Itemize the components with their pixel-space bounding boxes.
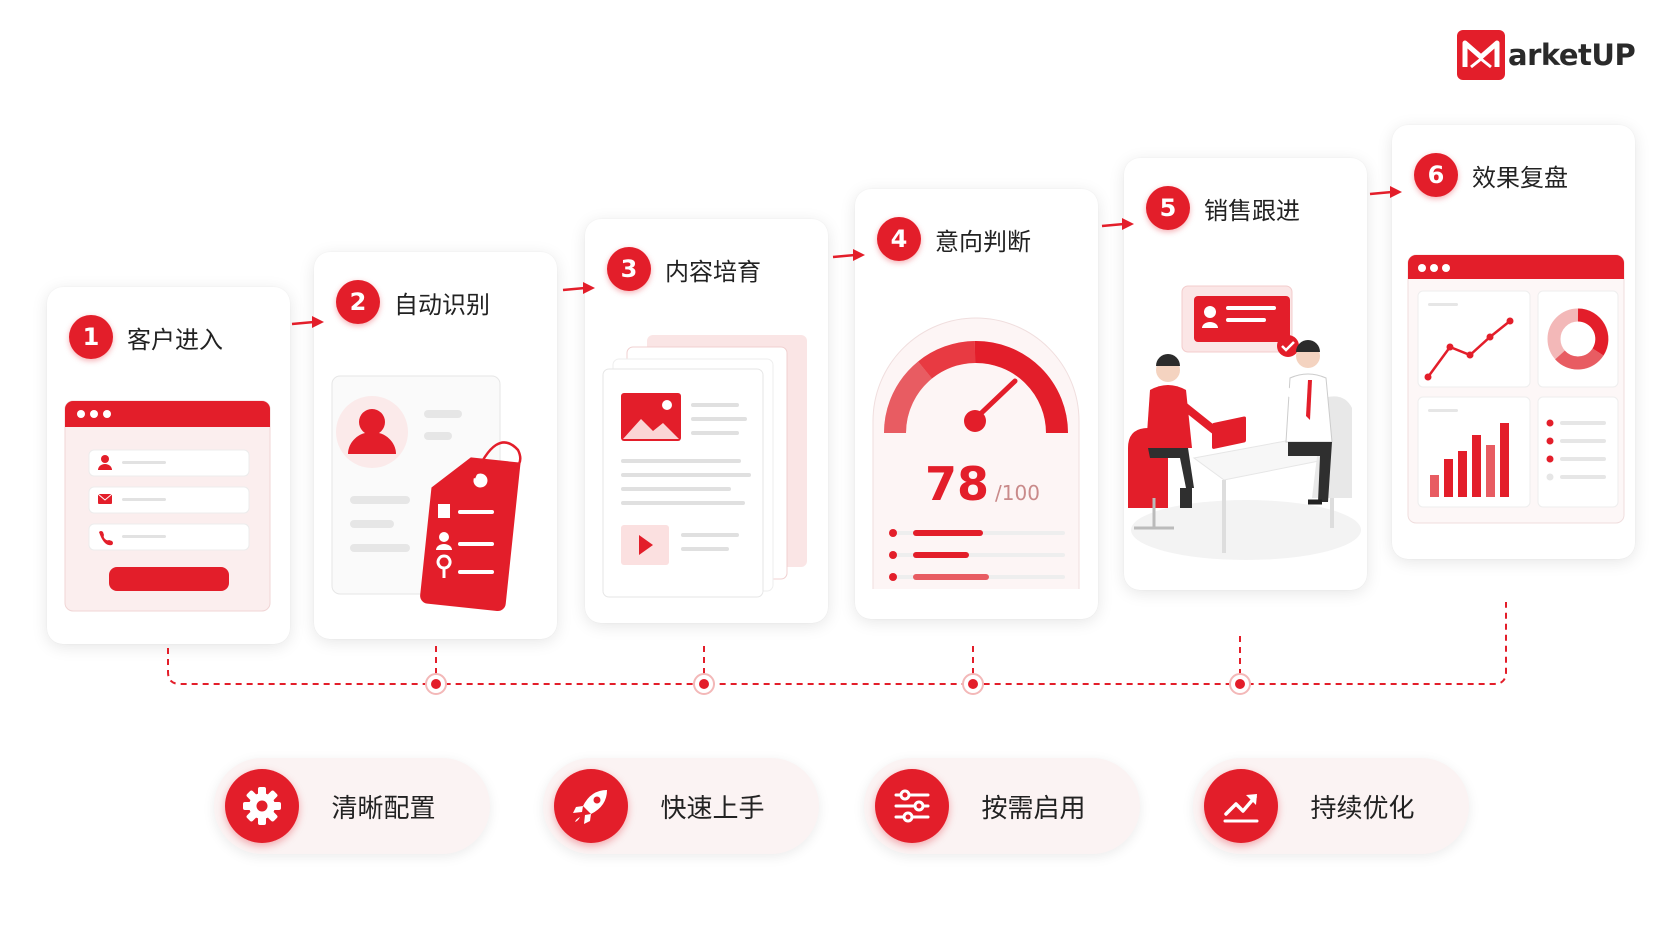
score-max: /100	[995, 481, 1040, 505]
step-card-5: 5 销售跟进	[1124, 158, 1367, 590]
step-card-6: 6 效果复盘	[1392, 125, 1635, 559]
rocket-icon	[554, 769, 628, 843]
step-card-4: 4 意向判断 78 /100	[855, 189, 1098, 619]
benefit-pill-on-demand: 按需启用	[864, 758, 1140, 854]
trend-up-icon	[1204, 769, 1278, 843]
intent-score: 78 /100	[925, 457, 1040, 511]
step-card-2: 2 自动识别	[314, 252, 557, 639]
step-number: 4	[877, 217, 921, 261]
gear-icon	[225, 769, 299, 843]
benefit-pill-quick-start: 快速上手	[543, 758, 819, 854]
step-header: 5 销售跟进	[1146, 186, 1300, 230]
step-header: 2 自动识别	[336, 280, 490, 324]
signup-form-illustration	[64, 400, 271, 612]
benefit-label: 清晰配置	[331, 793, 436, 824]
flow-arrow-4-5	[1101, 218, 1134, 230]
step-title: 内容培育	[665, 257, 761, 286]
sliders-icon	[875, 769, 949, 843]
intent-gauge-illustration	[872, 317, 1080, 589]
timeline-node	[425, 673, 1251, 695]
step-title: 销售跟进	[1204, 196, 1300, 225]
flow-arrow-5-6	[1369, 186, 1402, 198]
benefit-label: 持续优化	[1310, 793, 1415, 824]
step-header: 1 客户进入	[69, 315, 223, 359]
benefit-label: 快速上手	[660, 793, 765, 824]
step-card-3: 3 内容培育	[585, 219, 828, 623]
step-header: 6 效果复盘	[1414, 153, 1568, 197]
step-header: 4 意向判断	[877, 217, 1031, 261]
brand-name: arketUP	[1508, 38, 1636, 72]
flow-arrow-3-4	[832, 249, 865, 261]
step-number: 3	[607, 247, 651, 291]
step-card-1: 1 客户进入	[47, 287, 290, 644]
step-number: 1	[69, 315, 113, 359]
flow-arrow-1-2	[291, 316, 324, 328]
analytics-dashboard-illustration	[1407, 254, 1625, 524]
score-value: 78	[925, 457, 990, 511]
sales-meeting-illustration	[1128, 285, 1361, 560]
profile-tag-illustration	[331, 375, 522, 611]
benefit-label: 按需启用	[981, 793, 1086, 824]
brand-logo: arketUP	[1457, 30, 1636, 80]
step-title: 自动识别	[394, 290, 490, 319]
step-number: 6	[1414, 153, 1458, 197]
step-title: 效果复盘	[1472, 163, 1568, 192]
step-number: 2	[336, 280, 380, 324]
logo-m-icon	[1457, 30, 1505, 80]
benefit-pill-continuous-optimization: 持续优化	[1193, 758, 1469, 854]
benefit-pill-clear-config: 清晰配置	[214, 758, 490, 854]
step-header: 3 内容培育	[607, 247, 761, 291]
step-title: 意向判断	[935, 227, 1031, 256]
content-documents-illustration	[602, 335, 807, 598]
step-title: 客户进入	[127, 325, 223, 354]
step-number: 5	[1146, 186, 1190, 230]
flow-arrow-2-3	[562, 282, 595, 294]
